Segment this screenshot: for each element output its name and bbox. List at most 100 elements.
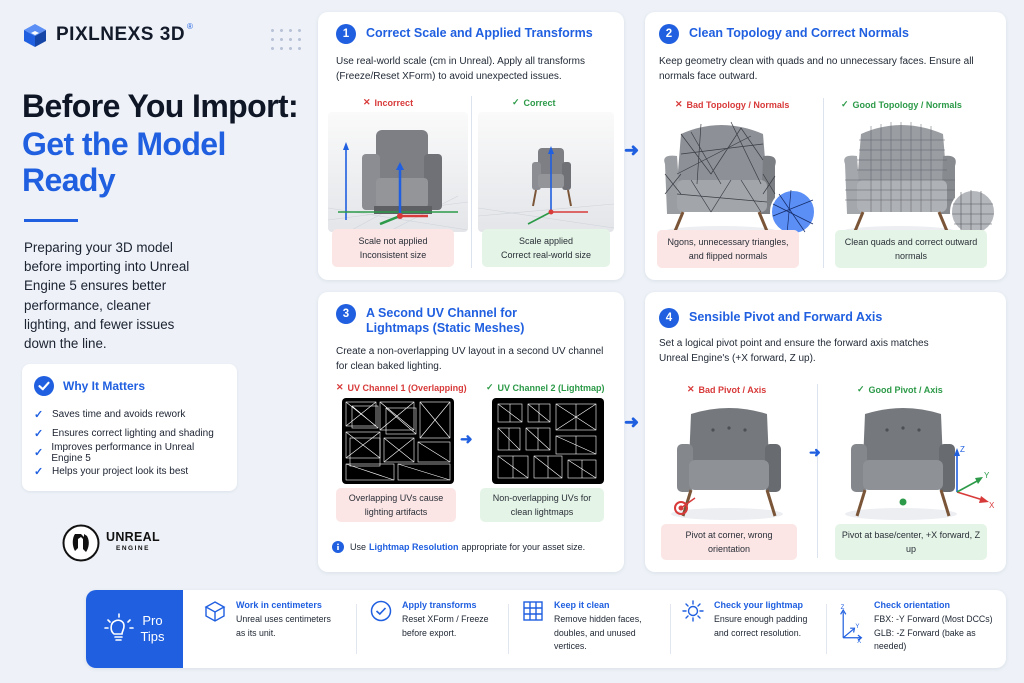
step-number: 1 [336, 24, 356, 44]
unreal-logo-line-2: ENGINE [115, 545, 150, 552]
axis-label-z: Z [960, 445, 965, 454]
panel-title: Correct Scale and Applied Transforms [366, 26, 593, 40]
armchair-large-image [328, 112, 468, 232]
info-icon [332, 541, 344, 553]
uv-lightmap-image [492, 398, 604, 484]
uv-lightmap-label: ✓UV Channel 2 (Lightmap) [486, 382, 605, 393]
pro-tips-line-1: Pro [142, 613, 163, 628]
arrow-right-icon: ➜ [624, 412, 640, 432]
axis-label-z: Z [841, 605, 845, 611]
divider [826, 604, 827, 654]
uv-overlapping-label: ✕UV Channel 1 (Overlapping) [336, 382, 467, 393]
check-icon: ✓ [857, 384, 865, 394]
x-icon: ✕ [363, 97, 371, 107]
armchair-bad-topology-image [651, 114, 817, 240]
bad-pivot-label: ✕Bad Pivot / Axis [687, 384, 767, 395]
check-icon: ✓ [34, 466, 44, 478]
armchair-small-image [478, 112, 614, 232]
divider [356, 604, 357, 654]
why-title: Why It Matters [63, 379, 146, 393]
check-icon: ✓ [512, 97, 520, 107]
axis-label-y: Y [855, 624, 859, 630]
axis-icon: Z Y X [840, 605, 863, 645]
divider [471, 96, 472, 268]
panel-description: Use real-world scale (cm in Unreal). App… [336, 56, 585, 82]
check-badge-icon [34, 376, 54, 396]
panel-header: 3 A Second UV Channel for Lightmaps (Sta… [336, 304, 576, 336]
lightbulb-icon [104, 613, 135, 641]
arrow-right-icon: ➜ [460, 431, 473, 448]
x-icon: ✕ [675, 99, 683, 109]
good-pivot-label: ✓Good Pivot / Axis [857, 384, 943, 395]
axis-label-y: Y [984, 471, 990, 480]
step-number: 2 [659, 24, 679, 44]
check-icon: ✓ [841, 99, 849, 109]
bad-pivot-caption: Pivot at corner, wrong orientation [661, 524, 797, 560]
bad-topology-caption: Ngons, unnecessary triangles, and flippe… [657, 230, 799, 268]
panel-title: Clean Topology and Correct Normals [689, 26, 909, 40]
panel-pivot-axis: 4 Sensible Pivot and Forward Axis Set a … [645, 292, 1006, 572]
cube-logo-icon [24, 24, 46, 47]
arrow-right-icon: ➜ [809, 444, 821, 460]
headline: Before You Import: Get the Model Ready [22, 88, 312, 198]
pro-tips-line-2: Tips [140, 629, 165, 644]
uv-lightmap-caption: Non-overlapping UVs for clean lightmaps [480, 488, 604, 522]
headline-line-1: Before You Import: [22, 88, 299, 124]
armchair-good-topology-image [829, 114, 997, 240]
check-icon: ✓ [34, 409, 44, 421]
panel-header: 2 Clean Topology and Correct Normals [659, 24, 909, 44]
unreal-logo-icon [62, 524, 100, 562]
registered-mark: ® [187, 22, 193, 31]
check-icon: ✓ [34, 428, 44, 440]
list-item: ✓Improves performance in Unreal Engine 5 [34, 441, 195, 464]
divider [24, 219, 78, 222]
why-it-matters-card: Why It Matters ✓Saves time and avoids re… [22, 364, 237, 491]
panel-uv-lightmaps: 3 A Second UV Channel for Lightmaps (Sta… [318, 292, 624, 572]
brand-name: PIXLNEXS 3D [56, 24, 186, 45]
good-topology-caption: Clean quads and correct outward normals [835, 230, 987, 268]
grid-icon [523, 601, 543, 621]
x-icon: ✕ [336, 382, 344, 392]
lightmap-note: Use Lightmap Resolution appropriate for … [332, 541, 585, 553]
panel-description: Set a logical pivot point and ensure the… [659, 338, 929, 364]
lightmap-resolution-link: Lightmap Resolution [369, 542, 459, 552]
arrow-right-icon: ➜ [624, 140, 640, 160]
panel-topology-normals: 2 Clean Topology and Correct Normals Kee… [645, 12, 1006, 280]
list-item: ✓Saves time and avoids rework [34, 409, 186, 421]
check-circle-icon [370, 600, 392, 622]
incorrect-caption: Scale not applied Inconsistent size [332, 229, 454, 267]
check-icon: ✓ [486, 382, 494, 392]
uv-overlapping-image [342, 398, 454, 484]
incorrect-label: ✕Incorrect [363, 97, 414, 108]
good-pivot-caption: Pivot at base/center, +X forward, Z up [835, 524, 987, 560]
panel-description: Create a non-overlapping UV layout in a … [336, 346, 604, 372]
panel-title: Sensible Pivot and Forward Axis [689, 310, 883, 324]
list-item: ✓Helps your project look its best [34, 466, 189, 478]
brand-logo: PIXLNEXS 3D ® [22, 22, 193, 48]
divider [670, 604, 671, 654]
panel-title: A Second UV Channel for Lightmaps (Stati… [366, 306, 525, 335]
check-icon: ✓ [34, 447, 44, 459]
sun-icon [682, 600, 704, 622]
armchair-bad-pivot-image [651, 400, 811, 522]
good-topology-label: ✓Good Topology / Normals [841, 99, 962, 110]
decorative-dots [268, 26, 304, 50]
unreal-engine-logo: UNREAL ENGINE [62, 524, 160, 562]
headline-line-2: Get the Model Ready [22, 126, 226, 198]
divider [823, 98, 824, 268]
panel-header: 4 Sensible Pivot and Forward Axis [659, 308, 882, 328]
panel-description: Keep geometry clean with quads and no un… [659, 56, 974, 82]
unreal-logo-line-1: UNREAL [106, 530, 160, 544]
correct-label: ✓Correct [512, 97, 556, 108]
divider [817, 384, 818, 558]
axis-label-x: X [989, 501, 995, 510]
list-item: ✓Ensures correct lighting and shading [34, 428, 214, 440]
cube-icon [204, 601, 226, 622]
